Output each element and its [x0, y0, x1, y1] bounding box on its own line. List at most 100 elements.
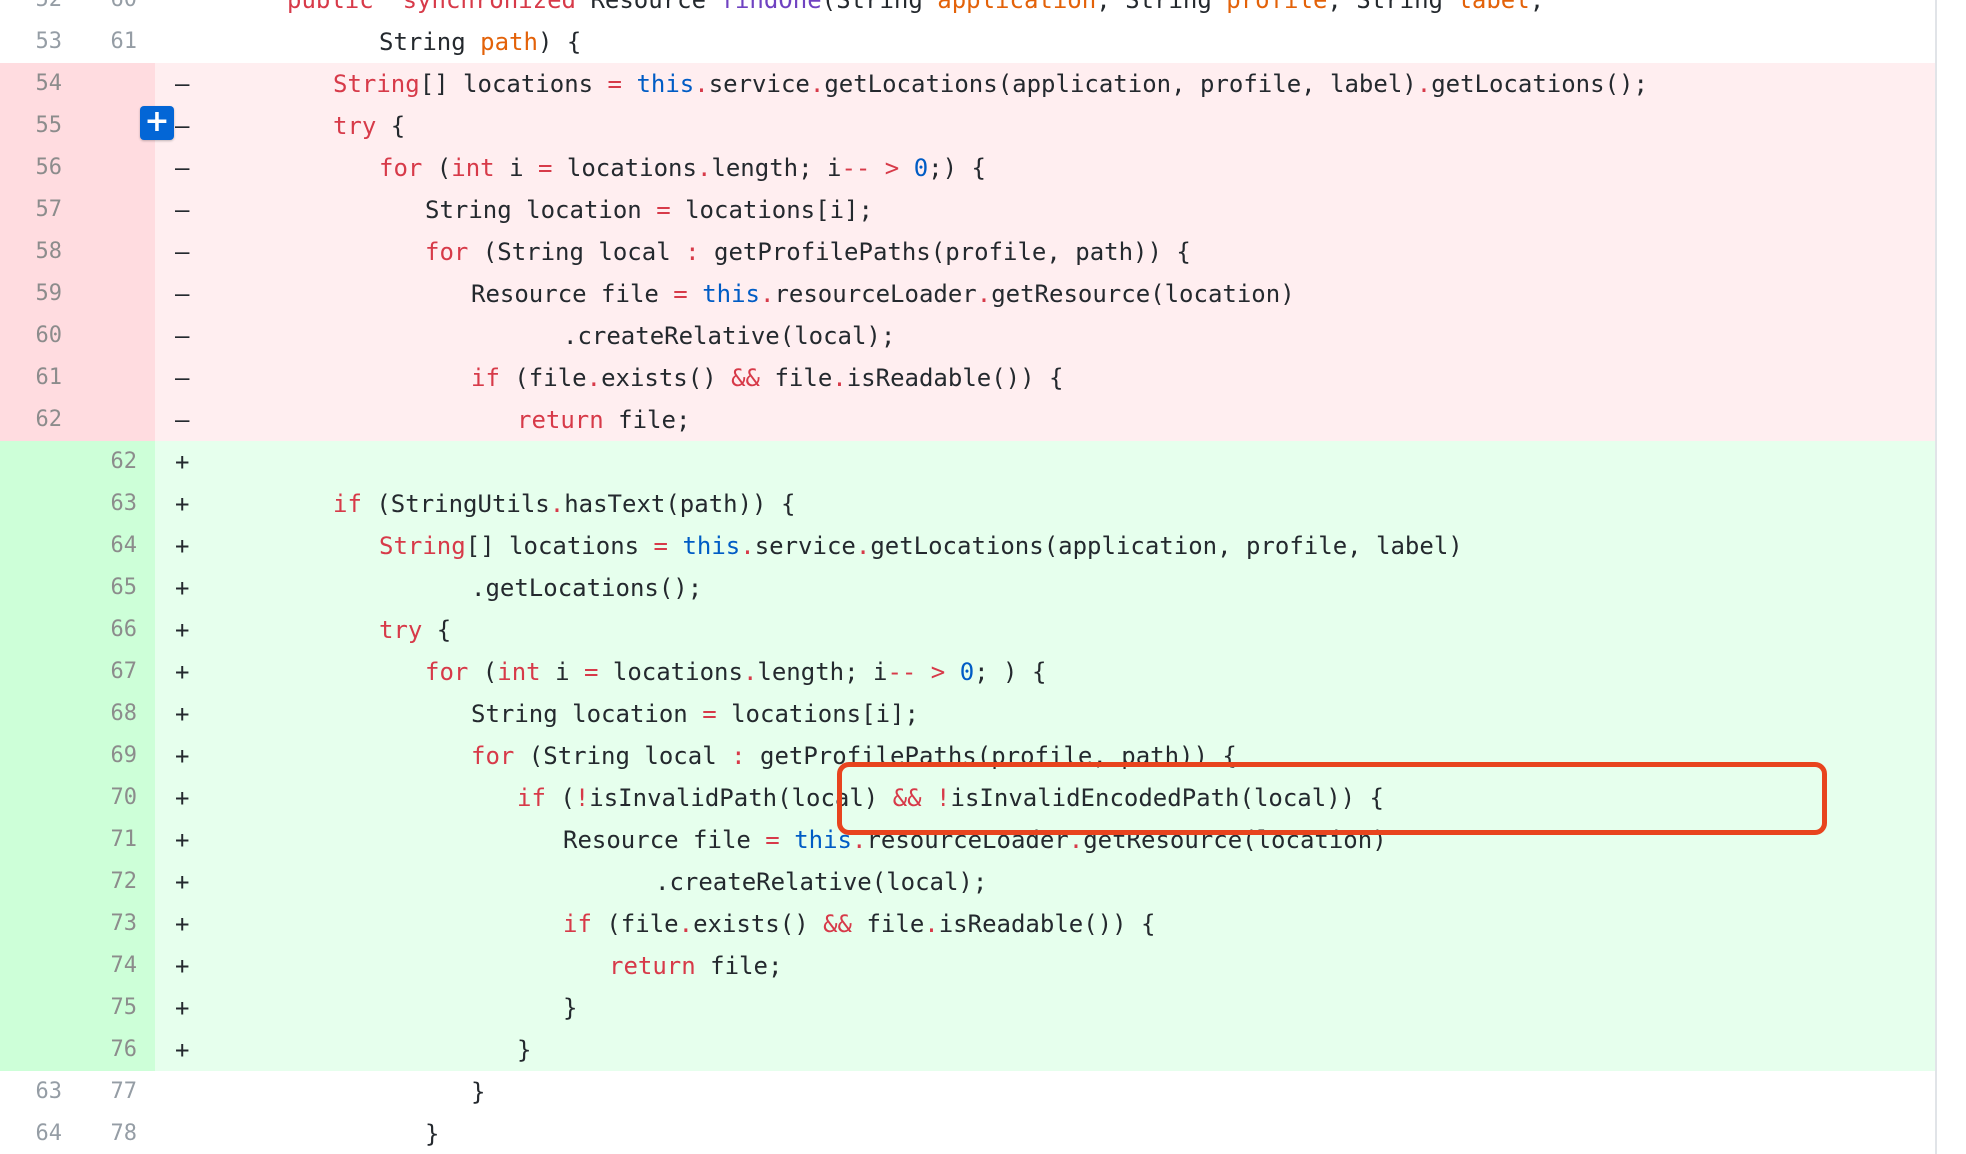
new-line-number-cell[interactable]: 64	[80, 525, 155, 567]
code-content: String path) {	[379, 21, 581, 63]
old-line-number-cell[interactable]: 64	[0, 1113, 80, 1154]
new-line-number-cell[interactable]	[80, 315, 155, 357]
new-line-number-cell[interactable]: 77	[80, 1071, 155, 1113]
diff-line-add: 73+if (file.exists() && file.isReadable(…	[0, 903, 1935, 945]
old-line-number-cell[interactable]: 62	[0, 399, 80, 441]
code-token: exists()	[693, 910, 824, 938]
old-line-number-cell[interactable]: 52	[0, 0, 80, 21]
old-line-number-cell[interactable]	[0, 567, 80, 609]
old-line-number-cell[interactable]	[0, 651, 80, 693]
old-line-number-cell[interactable]: 59	[0, 273, 80, 315]
old-line-number-cell[interactable]: 56	[0, 147, 80, 189]
code-token: hasText(path)) {	[564, 490, 796, 518]
new-line-number-cell[interactable]: 69	[80, 735, 155, 777]
code-content: Resource file = this.resourceLoader.getR…	[563, 819, 1387, 861]
code-content: }	[517, 1029, 531, 1071]
old-line-number-cell[interactable]: 61	[0, 357, 80, 399]
new-line-number-cell[interactable]: 72	[80, 861, 155, 903]
new-line-number: 69	[110, 743, 138, 768]
code-token: ,	[1529, 0, 1545, 14]
new-line-number-cell[interactable]: 68	[80, 693, 155, 735]
diff-line-add: 66+try {	[0, 609, 1935, 651]
new-line-number-cell[interactable]	[80, 189, 155, 231]
diff-line-add: 65+.getLocations();	[0, 567, 1935, 609]
diff-line-add: 67+for (int i = locations.length; i-- > …	[0, 651, 1935, 693]
code-content: }	[471, 1071, 485, 1113]
old-line-number-cell[interactable]: 58	[0, 231, 80, 273]
code-token: Resource file	[563, 826, 766, 854]
new-line-number-cell[interactable]: 67	[80, 651, 155, 693]
code-token: getProfilePaths(profile, path)) {	[745, 742, 1237, 770]
old-line-number-cell[interactable]	[0, 483, 80, 525]
old-line-number-cell[interactable]: 53	[0, 21, 80, 63]
diff-line-add: 75+}	[0, 987, 1935, 1029]
code-token: application	[937, 0, 1097, 14]
code-token: =	[583, 658, 599, 686]
new-line-number-cell[interactable]: 73	[80, 903, 155, 945]
old-line-number-cell[interactable]: 57	[0, 189, 80, 231]
new-line-number-cell[interactable]: 60	[80, 0, 155, 21]
code-token: (String local	[514, 742, 732, 770]
new-line-number-cell[interactable]: 65	[80, 567, 155, 609]
old-line-number-cell[interactable]: 63	[0, 1071, 80, 1113]
new-line-number-cell[interactable]: 61	[80, 21, 155, 63]
new-line-number-cell[interactable]: 71	[80, 819, 155, 861]
new-line-number-cell[interactable]	[80, 357, 155, 399]
code-token: .createRelative(local);	[655, 868, 988, 896]
old-line-number-cell[interactable]	[0, 903, 80, 945]
code-content: }	[425, 1113, 439, 1154]
code-token: resourceLoader	[774, 280, 977, 308]
code-token: if	[517, 784, 546, 812]
code-token: findOne	[720, 0, 822, 14]
old-line-number-cell[interactable]	[0, 1029, 80, 1071]
new-line-number-cell[interactable]	[80, 231, 155, 273]
code-token: :	[685, 238, 700, 266]
code-content: for (int i = locations.length; i-- > 0;)…	[379, 147, 986, 189]
old-line-number: 63	[35, 1079, 63, 1104]
old-line-number-cell[interactable]: 54	[0, 63, 80, 105]
addition-marker: +	[175, 532, 190, 560]
new-line-number-cell[interactable]: 74	[80, 945, 155, 987]
old-line-number-cell[interactable]	[0, 525, 80, 567]
new-line-number-cell[interactable]	[80, 273, 155, 315]
old-line-number-cell[interactable]	[0, 735, 80, 777]
diff-line-del: 61–if (file.exists() && file.isReadable(…	[0, 357, 1935, 399]
new-line-number-cell[interactable]	[80, 147, 155, 189]
new-line-number-cell[interactable]: 62	[80, 441, 155, 483]
code-token: (String local	[468, 238, 686, 266]
code-content: if (StringUtils.hasText(path)) {	[333, 483, 795, 525]
new-line-number: 76	[110, 1037, 138, 1062]
old-line-number-cell[interactable]: 55	[0, 105, 80, 147]
code-token: resourceLoader	[866, 826, 1069, 854]
old-line-number-cell[interactable]	[0, 861, 80, 903]
addition-marker: +	[175, 952, 190, 980]
new-line-number-cell[interactable]: 66	[80, 609, 155, 651]
old-line-number-cell[interactable]	[0, 441, 80, 483]
code-token: return	[609, 952, 696, 980]
code-token: .	[740, 532, 755, 560]
old-line-number-cell[interactable]	[0, 987, 80, 1029]
old-line-number-cell[interactable]: 60	[0, 315, 80, 357]
code-token: isReadable()) {	[846, 364, 1064, 392]
code-content: try {	[333, 105, 405, 147]
old-line-number-cell[interactable]	[0, 777, 80, 819]
new-line-number-cell[interactable]	[80, 63, 155, 105]
code-token: }	[517, 1036, 532, 1064]
old-line-number-cell[interactable]	[0, 945, 80, 987]
code-token: ; ) {	[974, 658, 1047, 686]
new-line-number-cell[interactable]: 76	[80, 1029, 155, 1071]
old-line-number-cell[interactable]	[0, 609, 80, 651]
add-comment-button[interactable]: +	[140, 106, 174, 140]
code-token: =	[673, 280, 688, 308]
new-line-number-cell[interactable]: 63	[80, 483, 155, 525]
new-line-number-cell[interactable]: 75	[80, 987, 155, 1029]
old-line-number-cell[interactable]	[0, 693, 80, 735]
old-line-number: 55	[35, 113, 63, 138]
new-line-number-cell[interactable]: 78	[80, 1113, 155, 1154]
code-token: locations	[598, 658, 743, 686]
new-line-number-cell[interactable]	[80, 399, 155, 441]
diff-line-add: 69+for (String local : getProfilePaths(p…	[0, 735, 1935, 777]
code-token: &&	[731, 364, 761, 392]
new-line-number-cell[interactable]: 70	[80, 777, 155, 819]
old-line-number-cell[interactable]	[0, 819, 80, 861]
